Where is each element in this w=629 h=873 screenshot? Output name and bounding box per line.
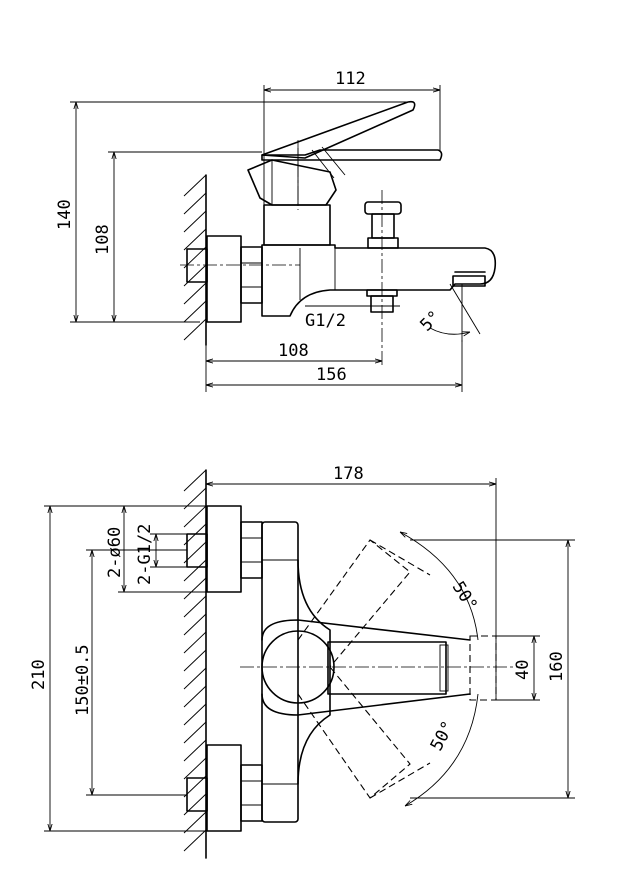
top-dimensions: 178 210 2-ø60 2-G1/2 150±0.5 50° <box>29 464 575 832</box>
dim-outlet-distance: 108 <box>278 341 309 361</box>
dim-inlet-diameter: 2-ø60 <box>105 527 125 578</box>
dim-angle: 5° <box>416 307 445 336</box>
dim-inlet-spacing: 150±0.5 <box>73 644 93 716</box>
inlet-lower-top <box>186 744 263 832</box>
handle-rotations <box>297 539 431 799</box>
dim-inlet-thread: 2-G1/2 <box>135 524 155 585</box>
faucet-body-side <box>247 100 497 368</box>
side-view: 112 140 108 G1/2 5° 108 1 <box>55 69 497 392</box>
side-dimensions: 112 140 108 G1/2 5° 108 1 <box>55 69 481 392</box>
faucet-body-top <box>240 521 520 823</box>
dim-thread: G1/2 <box>305 311 346 331</box>
dim-handle-span: 160 <box>547 651 567 682</box>
dim-spout-width: 40 <box>513 660 533 680</box>
dim-total-depth: 156 <box>316 365 347 385</box>
dim-total-width: 178 <box>333 464 364 484</box>
top-view: 178 210 2-ø60 2-G1/2 150±0.5 50° <box>29 464 575 859</box>
dim-height-handle: 108 <box>93 224 113 255</box>
dim-handle-angle-top: 50° <box>448 578 481 615</box>
dim-handle-angle-bottom: 50° <box>427 718 459 755</box>
dim-width-top: 112 <box>335 69 366 89</box>
dim-height-total: 140 <box>55 199 75 230</box>
dim-total-height: 210 <box>29 659 49 690</box>
